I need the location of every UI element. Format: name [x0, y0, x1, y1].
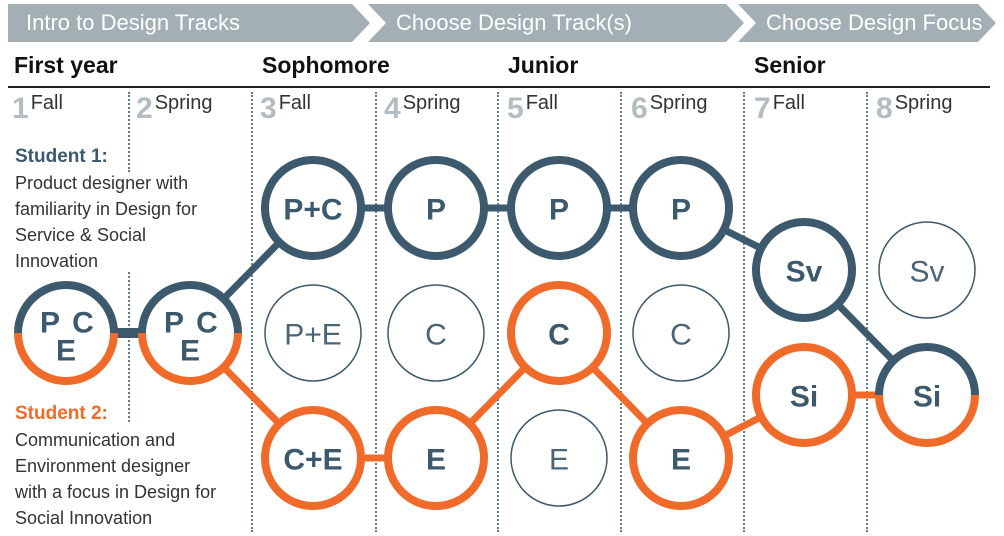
- semester-name: Fall: [30, 91, 63, 114]
- node-s2-label-c: C: [196, 307, 218, 340]
- semester-number: 3: [260, 92, 277, 125]
- student1-label: Student 1: Product designer with familia…: [15, 143, 225, 274]
- semester-number: 7: [754, 92, 771, 125]
- student2-label: Student 2: Communication and Environment…: [15, 400, 225, 531]
- node-si8-fill: [879, 347, 975, 443]
- year-sophomore: Sophomore: [262, 52, 390, 78]
- node-sv7-label: Sv: [786, 256, 823, 289]
- column-divider-2-3: [251, 92, 253, 532]
- semester-name: Spring: [894, 91, 953, 114]
- banner-intro: Intro to Design Tracks: [8, 4, 370, 42]
- node-b4-circle: [384, 406, 488, 510]
- node-b5-label: E: [549, 444, 569, 477]
- node-s2-label-e: E: [180, 335, 200, 368]
- node-m4-label: C: [425, 319, 447, 352]
- node-sv7-circle: [752, 218, 856, 322]
- node-m6-label: C: [670, 319, 692, 352]
- semester-number: 2: [136, 92, 153, 125]
- node-si8-top-arc: [875, 343, 979, 396]
- node-m6-circle: [632, 284, 730, 382]
- node-p6-label: P: [671, 194, 691, 227]
- header-rule: [8, 86, 990, 88]
- node-s1-bottom-arc: [14, 332, 118, 385]
- node-p3-label: P+C: [283, 194, 342, 227]
- semester-name: Fall: [525, 91, 558, 114]
- year-first: First year: [14, 52, 118, 78]
- semester-name: Fall: [772, 91, 805, 114]
- node-s2-fill: [142, 285, 238, 381]
- semester-name: Spring: [402, 91, 461, 114]
- node-b3-circle: [261, 406, 365, 510]
- semester-name: Fall: [278, 91, 311, 114]
- semester-name: Spring: [154, 91, 213, 114]
- node-s1-label-p: P: [40, 307, 60, 340]
- column-divider-4-5: [497, 92, 499, 532]
- column-divider-1-2-lower: [128, 272, 130, 422]
- node-s2-top-arc: [138, 281, 242, 334]
- student1-heading: Student 1:: [15, 146, 108, 167]
- banner-choose-focus: Choose Design Focus: [738, 4, 996, 42]
- node-sv8-label: Sv: [909, 256, 944, 289]
- node-s1-label-c: C: [72, 307, 94, 340]
- semester-number: 1: [12, 92, 29, 125]
- node-b4-label: E: [426, 444, 446, 477]
- node-s1-top-arc: [14, 281, 118, 334]
- node-p5-circle: [507, 156, 611, 260]
- node-m5-label: C: [548, 319, 570, 352]
- node-m3-label: P+E: [284, 319, 342, 352]
- node-m3-circle: [264, 284, 362, 382]
- year-senior: Senior: [754, 52, 826, 78]
- node-p4-label: P: [426, 194, 446, 227]
- node-b3-label: C+E: [283, 444, 342, 477]
- node-m5-circle: [507, 281, 611, 385]
- column-divider-7-8: [866, 92, 868, 532]
- node-b6-circle: [629, 406, 733, 510]
- node-s2-label-p: P: [164, 307, 184, 340]
- banner-choose-track: Choose Design Track(s): [368, 4, 744, 42]
- semester-name: Spring: [649, 91, 708, 114]
- semester-number: 5: [507, 92, 524, 125]
- column-divider-6-7: [743, 92, 745, 532]
- year-junior: Junior: [508, 52, 579, 78]
- column-divider-1-2: [128, 92, 130, 172]
- node-b5-circle: [510, 409, 608, 507]
- node-sv8-circle: [878, 221, 976, 319]
- node-p3-circle: [261, 156, 365, 260]
- student2-description: Communication and Environment designer w…: [15, 430, 217, 528]
- node-p5-label: P: [549, 194, 569, 227]
- semester-number: 6: [631, 92, 648, 125]
- column-divider-5-6: [620, 92, 622, 532]
- semester-number: 8: [876, 92, 893, 125]
- node-s1-label-e: E: [56, 335, 76, 368]
- node-si8-label: Si: [913, 381, 941, 414]
- node-p6-circle: [629, 156, 733, 260]
- node-b6-label: E: [671, 444, 691, 477]
- node-s1-fill: [18, 285, 114, 381]
- student2-heading: Student 2:: [15, 403, 108, 424]
- node-si8-bottom-arc: [875, 394, 979, 447]
- node-si7-label: Si: [790, 381, 818, 414]
- node-m4-circle: [387, 284, 485, 382]
- student1-description: Product designer with familiarity in Des…: [15, 173, 198, 271]
- node-s2-bottom-arc: [138, 332, 242, 385]
- column-divider-3-4: [375, 92, 377, 532]
- node-p4-circle: [384, 156, 488, 260]
- semester-number: 4: [384, 92, 401, 125]
- node-si7-circle: [752, 343, 856, 447]
